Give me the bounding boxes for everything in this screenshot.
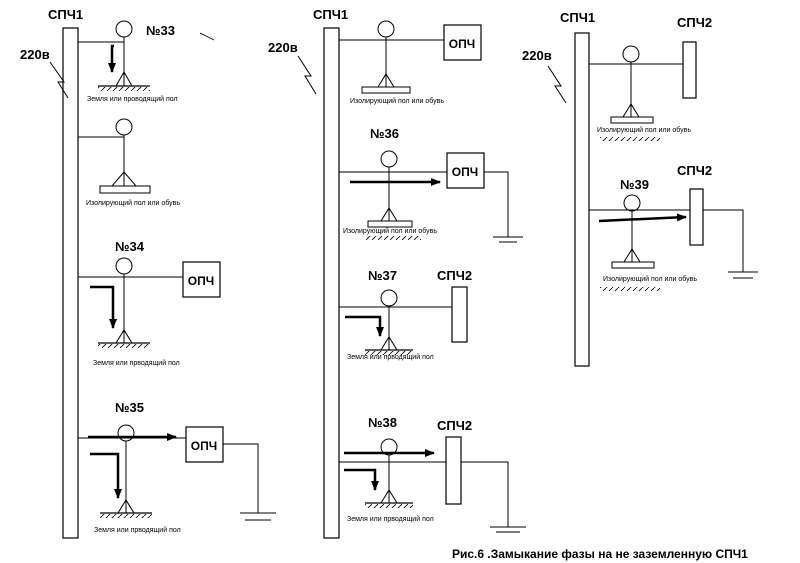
- spch2-label-39: СПЧ2: [677, 163, 712, 178]
- ground-wire-35: [223, 443, 259, 513]
- person-insulated-1: [111, 118, 137, 187]
- insulating-label-3: Изолирующий пол или обувь: [597, 126, 691, 134]
- case-36-label: №36: [370, 126, 399, 141]
- opch-label-35: ОПЧ: [191, 439, 217, 453]
- case-35-label: №35: [115, 400, 144, 415]
- insulating-label-36: Изолирующий пол или обувь: [343, 227, 437, 235]
- opch-label-34: ОПЧ: [188, 274, 214, 288]
- current-arrow-35-down: [90, 452, 122, 499]
- column-2: СПЧ1 220в ОПЧ Изолирующий пол или обувь …: [268, 7, 526, 539]
- current-arrow-37: [345, 315, 384, 337]
- ground-hatch-39: [600, 287, 660, 291]
- spch2-label-37: СПЧ2: [437, 268, 472, 283]
- opch-box-35: [185, 426, 224, 463]
- person-insulated-3: [622, 45, 640, 118]
- opch-label-36: ОПЧ: [452, 165, 478, 179]
- spch2-plate-37: [451, 286, 468, 343]
- case-37-label: №37: [368, 268, 397, 283]
- insulating-mat-36: [367, 220, 413, 228]
- pointer-line: [199, 32, 215, 41]
- spch2-plate-38: [445, 436, 462, 505]
- ground-hatch-38: [365, 504, 413, 508]
- person-38: [380, 438, 398, 504]
- figure-caption: Рис.6 .Замыкание фазы на не заземленную …: [452, 547, 748, 561]
- ground-hatch-37: [365, 351, 413, 355]
- column-3: СПЧ1 СПЧ2 220в Изолирующий пол или обувь…: [522, 10, 758, 367]
- spch2-label-38: СПЧ2: [437, 418, 472, 433]
- voltage-label-3: 220в: [522, 48, 552, 63]
- ground-label-34: Земля или прводящий пол: [93, 359, 180, 367]
- ground-hatch-35: [100, 514, 152, 518]
- spch2-plate-top: [682, 41, 697, 99]
- opch-box-34: [182, 261, 221, 298]
- insulating-label-1: Изолирующий пол или обувь: [86, 199, 180, 207]
- spch1-label-3: СПЧ1: [560, 10, 595, 25]
- person-39: [623, 194, 641, 263]
- ground-hatch-3: [600, 137, 660, 141]
- insulating-mat-2: [361, 86, 411, 94]
- ground-hatch-36: [365, 236, 421, 240]
- ground-label-38: Земля или прводящий пол: [347, 515, 434, 523]
- opch-box-36: [446, 152, 485, 189]
- insulating-mat-3: [610, 116, 654, 124]
- ground-hatch-33: [98, 87, 150, 91]
- spch1-label-2: СПЧ1: [313, 7, 348, 22]
- insulating-label-39: Изолирующий пол или обувь: [603, 275, 697, 283]
- spch2-plate-39: [689, 188, 704, 246]
- ground-label-35: Земля или прводящий пол: [94, 526, 181, 534]
- spch1-column-3: [574, 32, 590, 367]
- person-33: [115, 20, 133, 87]
- opch-label-top: ОПЧ: [449, 37, 475, 51]
- lightning-icon-2: [297, 55, 317, 95]
- lightning-icon-1: [49, 61, 69, 99]
- voltage-label-2: 220в: [268, 40, 298, 55]
- insulating-mat-1: [99, 185, 151, 194]
- case-34-label: №34: [115, 239, 145, 254]
- person-36: [380, 150, 398, 222]
- current-arrow-33: [108, 44, 116, 73]
- column-1: СПЧ1 220в №33 Земля или проводящий пол И…: [20, 7, 276, 539]
- ground-wire-39: [703, 209, 744, 272]
- person-insulated-2: [377, 20, 395, 88]
- insulating-label-2: Изолирующий пол или обувь: [350, 97, 444, 105]
- ground-wire-38: [461, 461, 509, 527]
- lightning-icon-3: [547, 65, 567, 104]
- case-33-label: №33: [146, 23, 175, 38]
- spch1-column-2: [323, 27, 340, 539]
- person-37: [380, 289, 398, 351]
- current-arrow-34: [90, 285, 117, 329]
- person-34: [115, 257, 133, 344]
- insulating-mat-39: [611, 261, 655, 269]
- spch1-column-1: [62, 27, 79, 539]
- ground-hatch-34: [98, 344, 150, 348]
- voltage-label-1: 220в: [20, 47, 50, 62]
- ground-wire-36: [484, 171, 509, 237]
- ground-label-33: Земля или проводящий пол: [87, 95, 178, 103]
- case-39-label: №39: [620, 177, 649, 192]
- case-38-label: №38: [368, 415, 397, 430]
- spch2-label-top: СПЧ2: [677, 15, 712, 30]
- ground-label-37: Земля или прводящий пол: [347, 353, 434, 361]
- current-arrow-39: [598, 213, 687, 223]
- spch1-label-1: СПЧ1: [48, 7, 83, 22]
- current-arrow-38-down: [344, 468, 379, 491]
- opch-box-top: [443, 24, 482, 61]
